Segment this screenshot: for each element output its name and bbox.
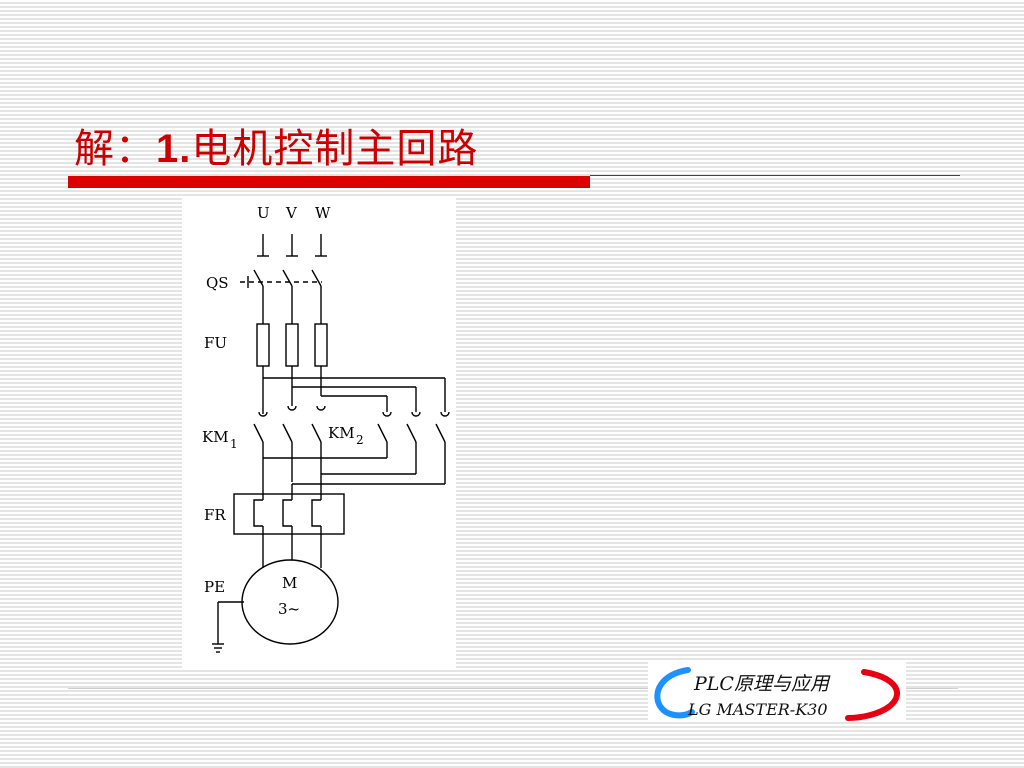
pe-ground	[212, 601, 244, 653]
qs-switch	[240, 269, 322, 324]
label-u: U	[257, 204, 270, 222]
title-text: 电机控制主回路	[191, 126, 479, 172]
title-underline-thick	[68, 176, 590, 188]
label-w: W	[315, 204, 331, 222]
fu-fuses	[256, 323, 328, 414]
title-prefix: 解：	[74, 126, 156, 172]
plc-logo: PLC原理与应用 LG MASTER-K30	[648, 660, 906, 722]
logo-arc-blue	[654, 667, 695, 719]
label-qs: QS	[206, 274, 229, 292]
km1-contacts	[253, 405, 326, 490]
slide-title: 解：1.电机控制主回路	[74, 116, 478, 174]
label-km1-sub: 1	[230, 437, 238, 451]
logo-line2: LG MASTER-K30	[687, 700, 828, 719]
motor-control-circuit-diagram: U V W QS FU KM 1 KM 2 FR PE M 3~	[182, 196, 456, 668]
label-v: V	[285, 204, 298, 222]
label-fu: FU	[204, 334, 227, 352]
motor-label-m: M	[282, 574, 297, 592]
label-pe: PE	[204, 578, 225, 596]
logo-arc-red	[845, 669, 900, 721]
label-fr: FR	[204, 506, 226, 524]
km2-contacts	[263, 411, 450, 485]
logo-svg: PLC原理与应用 LG MASTER-K30	[654, 667, 900, 721]
motor-label-phase: 3~	[278, 600, 300, 618]
km2-bus	[263, 377, 446, 412]
label-km1: KM	[202, 428, 229, 446]
title-underline-thin	[590, 175, 960, 176]
label-km2: KM	[328, 424, 355, 442]
logo-line1: PLC原理与应用	[693, 673, 831, 695]
footer-rule	[68, 688, 958, 689]
label-km2-sub: 2	[356, 433, 364, 447]
circuit-svg: U V W QS FU KM 1 KM 2 FR PE M 3~	[202, 204, 450, 653]
title-number: 1.	[156, 127, 192, 171]
fr-thermal-relay	[233, 474, 345, 568]
